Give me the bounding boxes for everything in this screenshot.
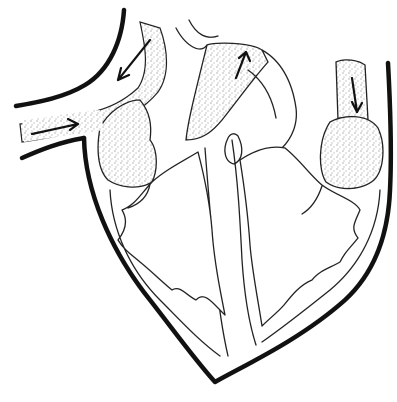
left-atrium	[320, 117, 383, 189]
aorta-wall-left	[176, 28, 207, 49]
aorta-wall-right	[189, 20, 218, 37]
aorta-wall-far	[262, 50, 296, 148]
pulmonary-vein	[336, 60, 368, 124]
vena-cava-outer-wall	[16, 10, 124, 106]
pulmonary-artery	[186, 43, 268, 140]
inferior-vessel-lumen	[22, 110, 104, 142]
